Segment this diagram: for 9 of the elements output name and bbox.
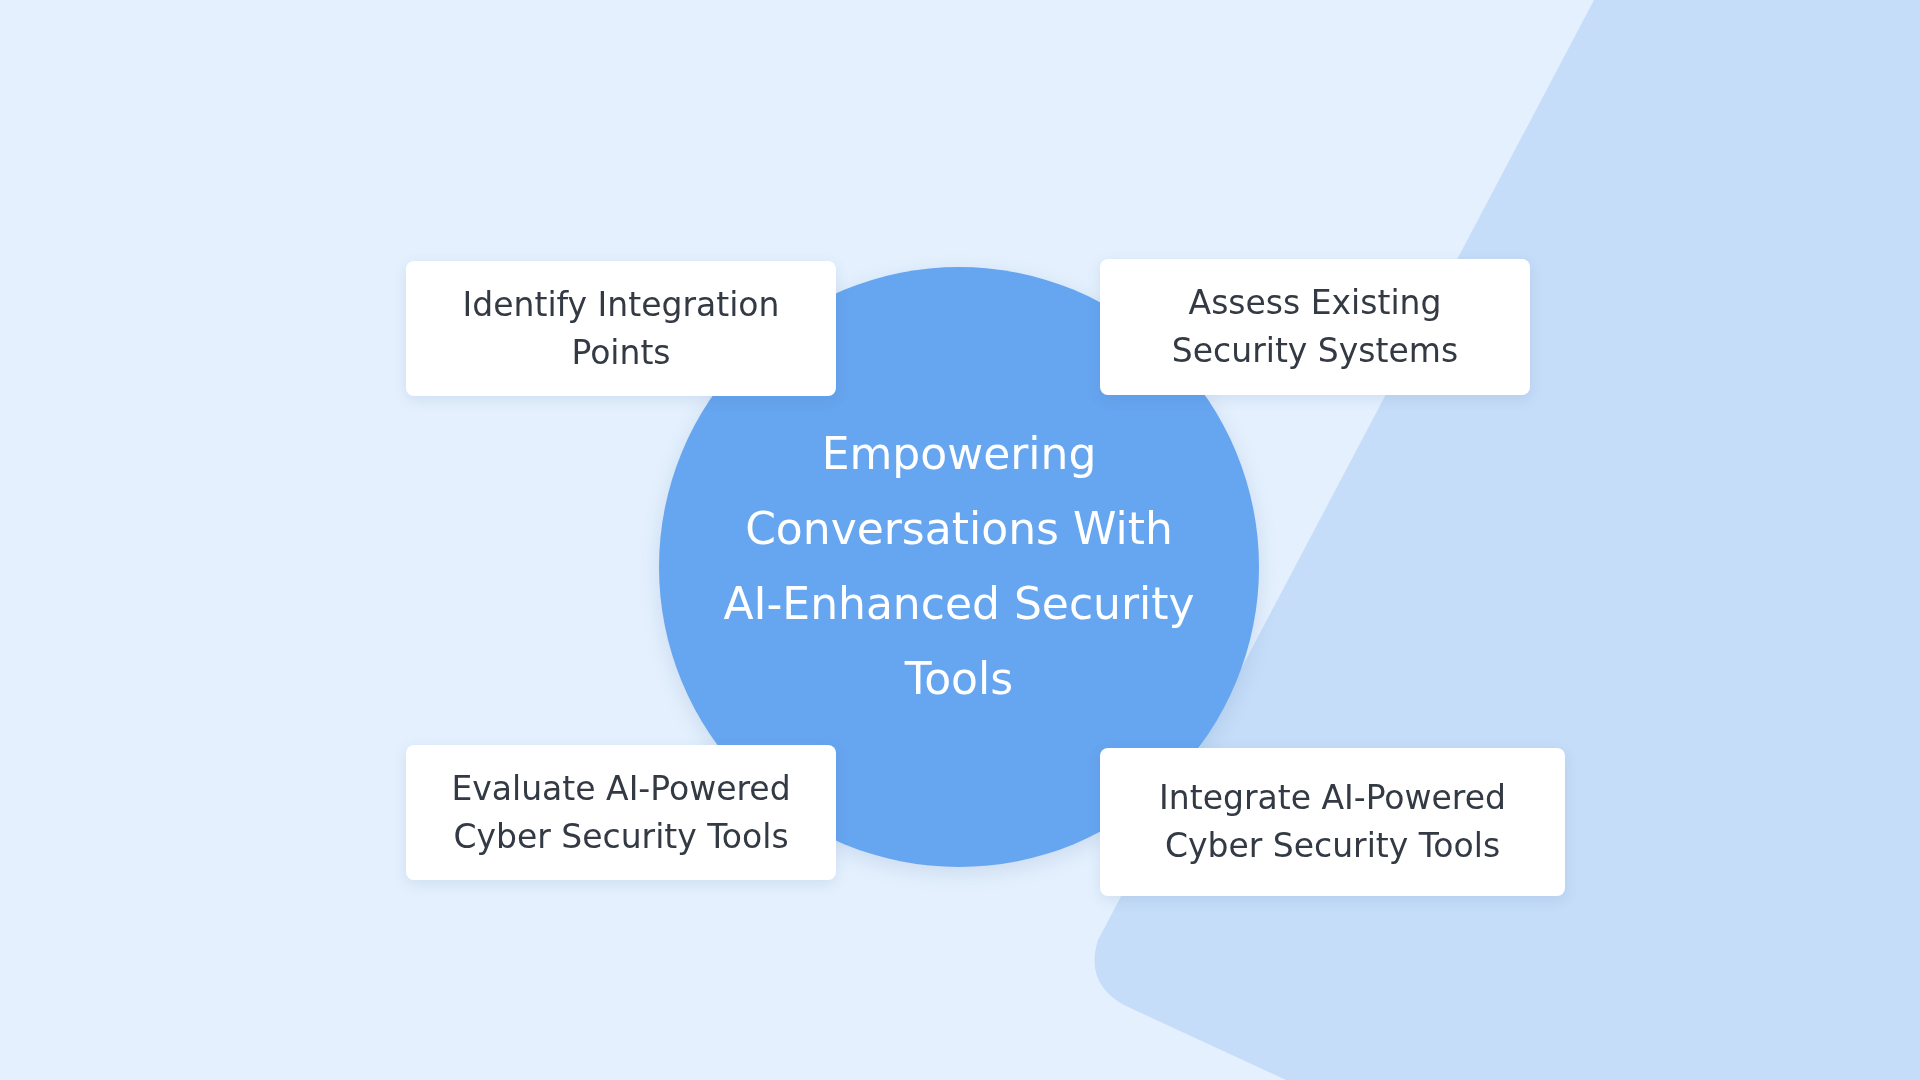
step-card (1100, 748, 1565, 896)
step-text: Evaluate AI-Powered Cyber Security Tools (450, 767, 792, 858)
step-card (406, 261, 836, 396)
step-card (406, 745, 836, 880)
step-card (1100, 259, 1530, 395)
center-title: Empowering Conversations With AI-Enhanced Security Tools (722, 427, 1196, 706)
step-text: Assess Existing Security Systems (1170, 282, 1460, 372)
step-text: Identify Integration Points (461, 283, 781, 374)
step-text: Integrate AI-Powered Cyber Security Tools (1158, 777, 1507, 867)
